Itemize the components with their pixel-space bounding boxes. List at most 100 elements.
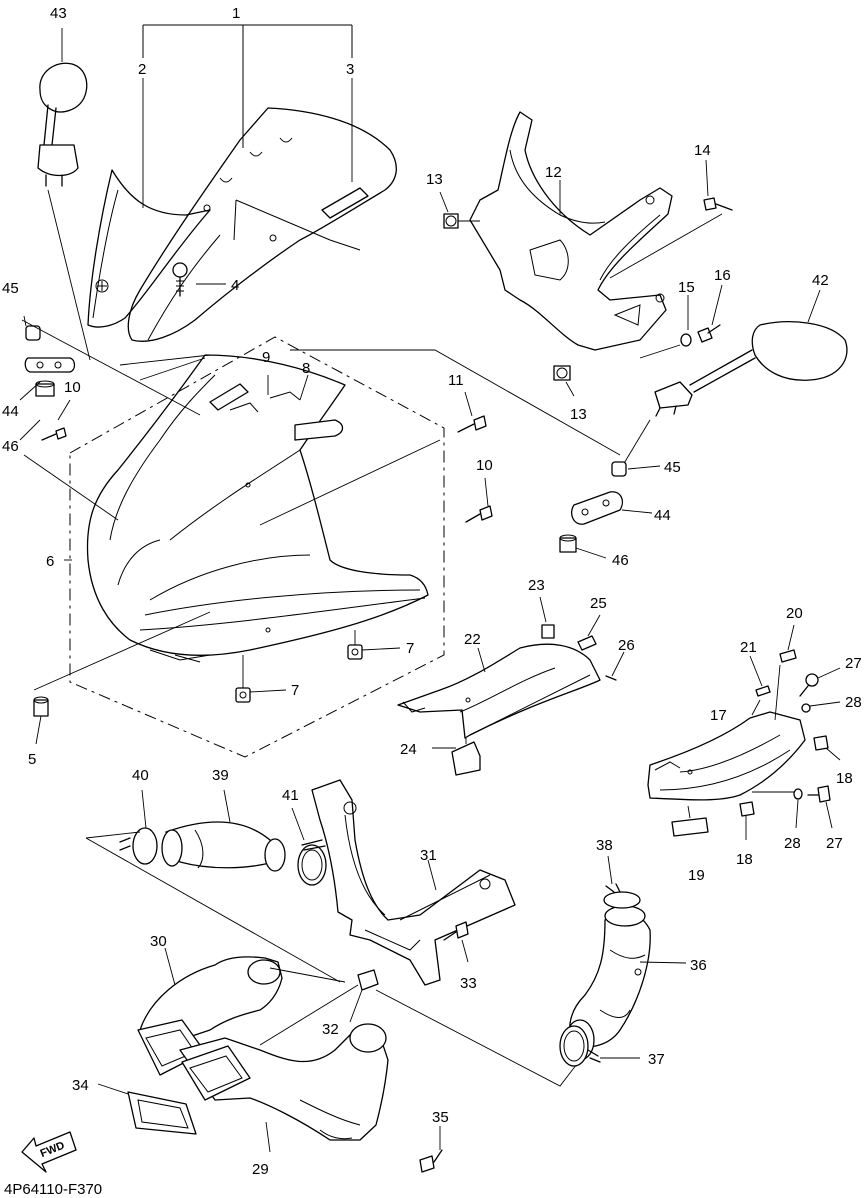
- screw-27-a: [799, 673, 819, 697]
- pad-19: [671, 817, 709, 837]
- callout-45b: 45: [664, 459, 681, 476]
- nut-7-b: [235, 687, 251, 703]
- pad-21: [755, 685, 771, 697]
- callout-10a: 10: [64, 379, 81, 396]
- callout-21: 21: [740, 639, 757, 656]
- stay-bracket-12: [469, 111, 673, 351]
- air-duct-hose-39: [161, 821, 286, 872]
- callout-27b: 27: [826, 835, 843, 852]
- callout-46a: 46: [2, 438, 19, 455]
- fwd-arrow: FWD: [21, 1131, 77, 1173]
- inner-panel-22: [397, 643, 601, 739]
- inner-panel-17: [647, 711, 806, 801]
- air-duct-29: [179, 1023, 389, 1141]
- callout-24: 24: [400, 741, 417, 758]
- damper-44-left: [24, 357, 76, 373]
- callout-5: 5: [28, 751, 36, 768]
- callout-23: 23: [528, 577, 545, 594]
- callout-4: 4: [231, 277, 239, 294]
- callout-44b: 44: [654, 507, 671, 524]
- callout-41: 41: [282, 787, 299, 804]
- callout-6: 6: [46, 553, 54, 570]
- hose-clamp-38: [603, 883, 641, 909]
- bolt-10-right: [465, 505, 493, 523]
- clip-23: [541, 624, 555, 639]
- pad-20: [779, 649, 797, 663]
- callout-16: 16: [714, 267, 731, 284]
- callout-32: 32: [322, 1021, 339, 1038]
- hose-clamp-37: [559, 1025, 601, 1067]
- washer-28-a: [801, 703, 811, 713]
- air-duct-30: [137, 956, 283, 1076]
- callout-19: 19: [688, 867, 705, 884]
- pad-25: [577, 635, 597, 651]
- collar-32: [357, 969, 379, 991]
- callout-37: 37: [648, 1051, 665, 1068]
- callout-15: 15: [678, 279, 695, 296]
- callout-12: 12: [545, 164, 562, 181]
- bolt-16: [697, 324, 721, 343]
- drawing-code: 4P64110-F370: [4, 1181, 102, 1198]
- clip-18-a: [813, 735, 829, 751]
- callout-18b: 18: [736, 851, 753, 868]
- fairing-outline-6: [69, 336, 445, 758]
- assembly-1-bracket: [142, 24, 353, 208]
- band-26: [605, 675, 617, 681]
- callout-26: 26: [618, 637, 635, 654]
- upper-cowl-part: [127, 107, 397, 342]
- callout-44a: 44: [2, 403, 19, 420]
- bolt-10-left: [41, 427, 67, 441]
- collar-46-left: [35, 380, 55, 397]
- callout-1: 1: [232, 5, 240, 22]
- callout-11: 11: [448, 372, 464, 389]
- bolt-35: [419, 1149, 443, 1173]
- bolt-14: [703, 197, 733, 211]
- stay-31: [311, 779, 516, 986]
- callout-35: 35: [432, 1109, 449, 1126]
- callout-2: 2: [138, 61, 146, 78]
- callout-3: 3: [346, 61, 354, 78]
- seal-34: [127, 1091, 197, 1135]
- pad-24: [451, 741, 481, 776]
- main-fairing-part: [86, 354, 429, 663]
- callout-30: 30: [150, 933, 167, 950]
- grommet-5: [33, 696, 49, 717]
- bolt-11: [457, 415, 487, 433]
- damper-44-right: [570, 491, 624, 525]
- mirror-43: [37, 62, 88, 187]
- callout-8: 8: [302, 360, 310, 377]
- callout-28a: 28: [845, 694, 862, 711]
- callout-45a: 45: [2, 280, 19, 297]
- callout-20: 20: [786, 605, 803, 622]
- callout-7a: 7: [406, 640, 414, 657]
- callout-25: 25: [590, 595, 607, 612]
- callout-28b: 28: [784, 835, 801, 852]
- bolt-33: [443, 921, 469, 941]
- screw-4: [172, 262, 188, 297]
- callout-17: 17: [710, 707, 727, 724]
- callout-27a: 27: [845, 655, 862, 672]
- callout-22: 22: [464, 631, 481, 648]
- clip-18-b: [739, 801, 755, 817]
- mirror-42: [654, 321, 848, 417]
- nut-7-a: [347, 644, 363, 660]
- callout-18a: 18: [836, 770, 853, 787]
- collar-13-upper: [443, 213, 459, 229]
- callout-43: 43: [50, 5, 67, 22]
- callout-13b: 13: [570, 406, 587, 423]
- band-40: [119, 827, 158, 865]
- washer-15: [680, 333, 692, 347]
- collar-13-lower: [553, 365, 571, 381]
- callout-14: 14: [694, 142, 711, 159]
- callout-33: 33: [460, 975, 477, 992]
- callout-42: 42: [812, 272, 829, 289]
- callout-7b: 7: [291, 682, 299, 699]
- collar-46-right: [559, 534, 577, 553]
- callout-9: 9: [262, 349, 270, 366]
- screw-27-b: [807, 785, 831, 803]
- callout-31: 31: [420, 847, 437, 864]
- windscreen-part: [87, 169, 211, 328]
- callout-29: 29: [252, 1161, 269, 1178]
- callout-36: 36: [690, 957, 707, 974]
